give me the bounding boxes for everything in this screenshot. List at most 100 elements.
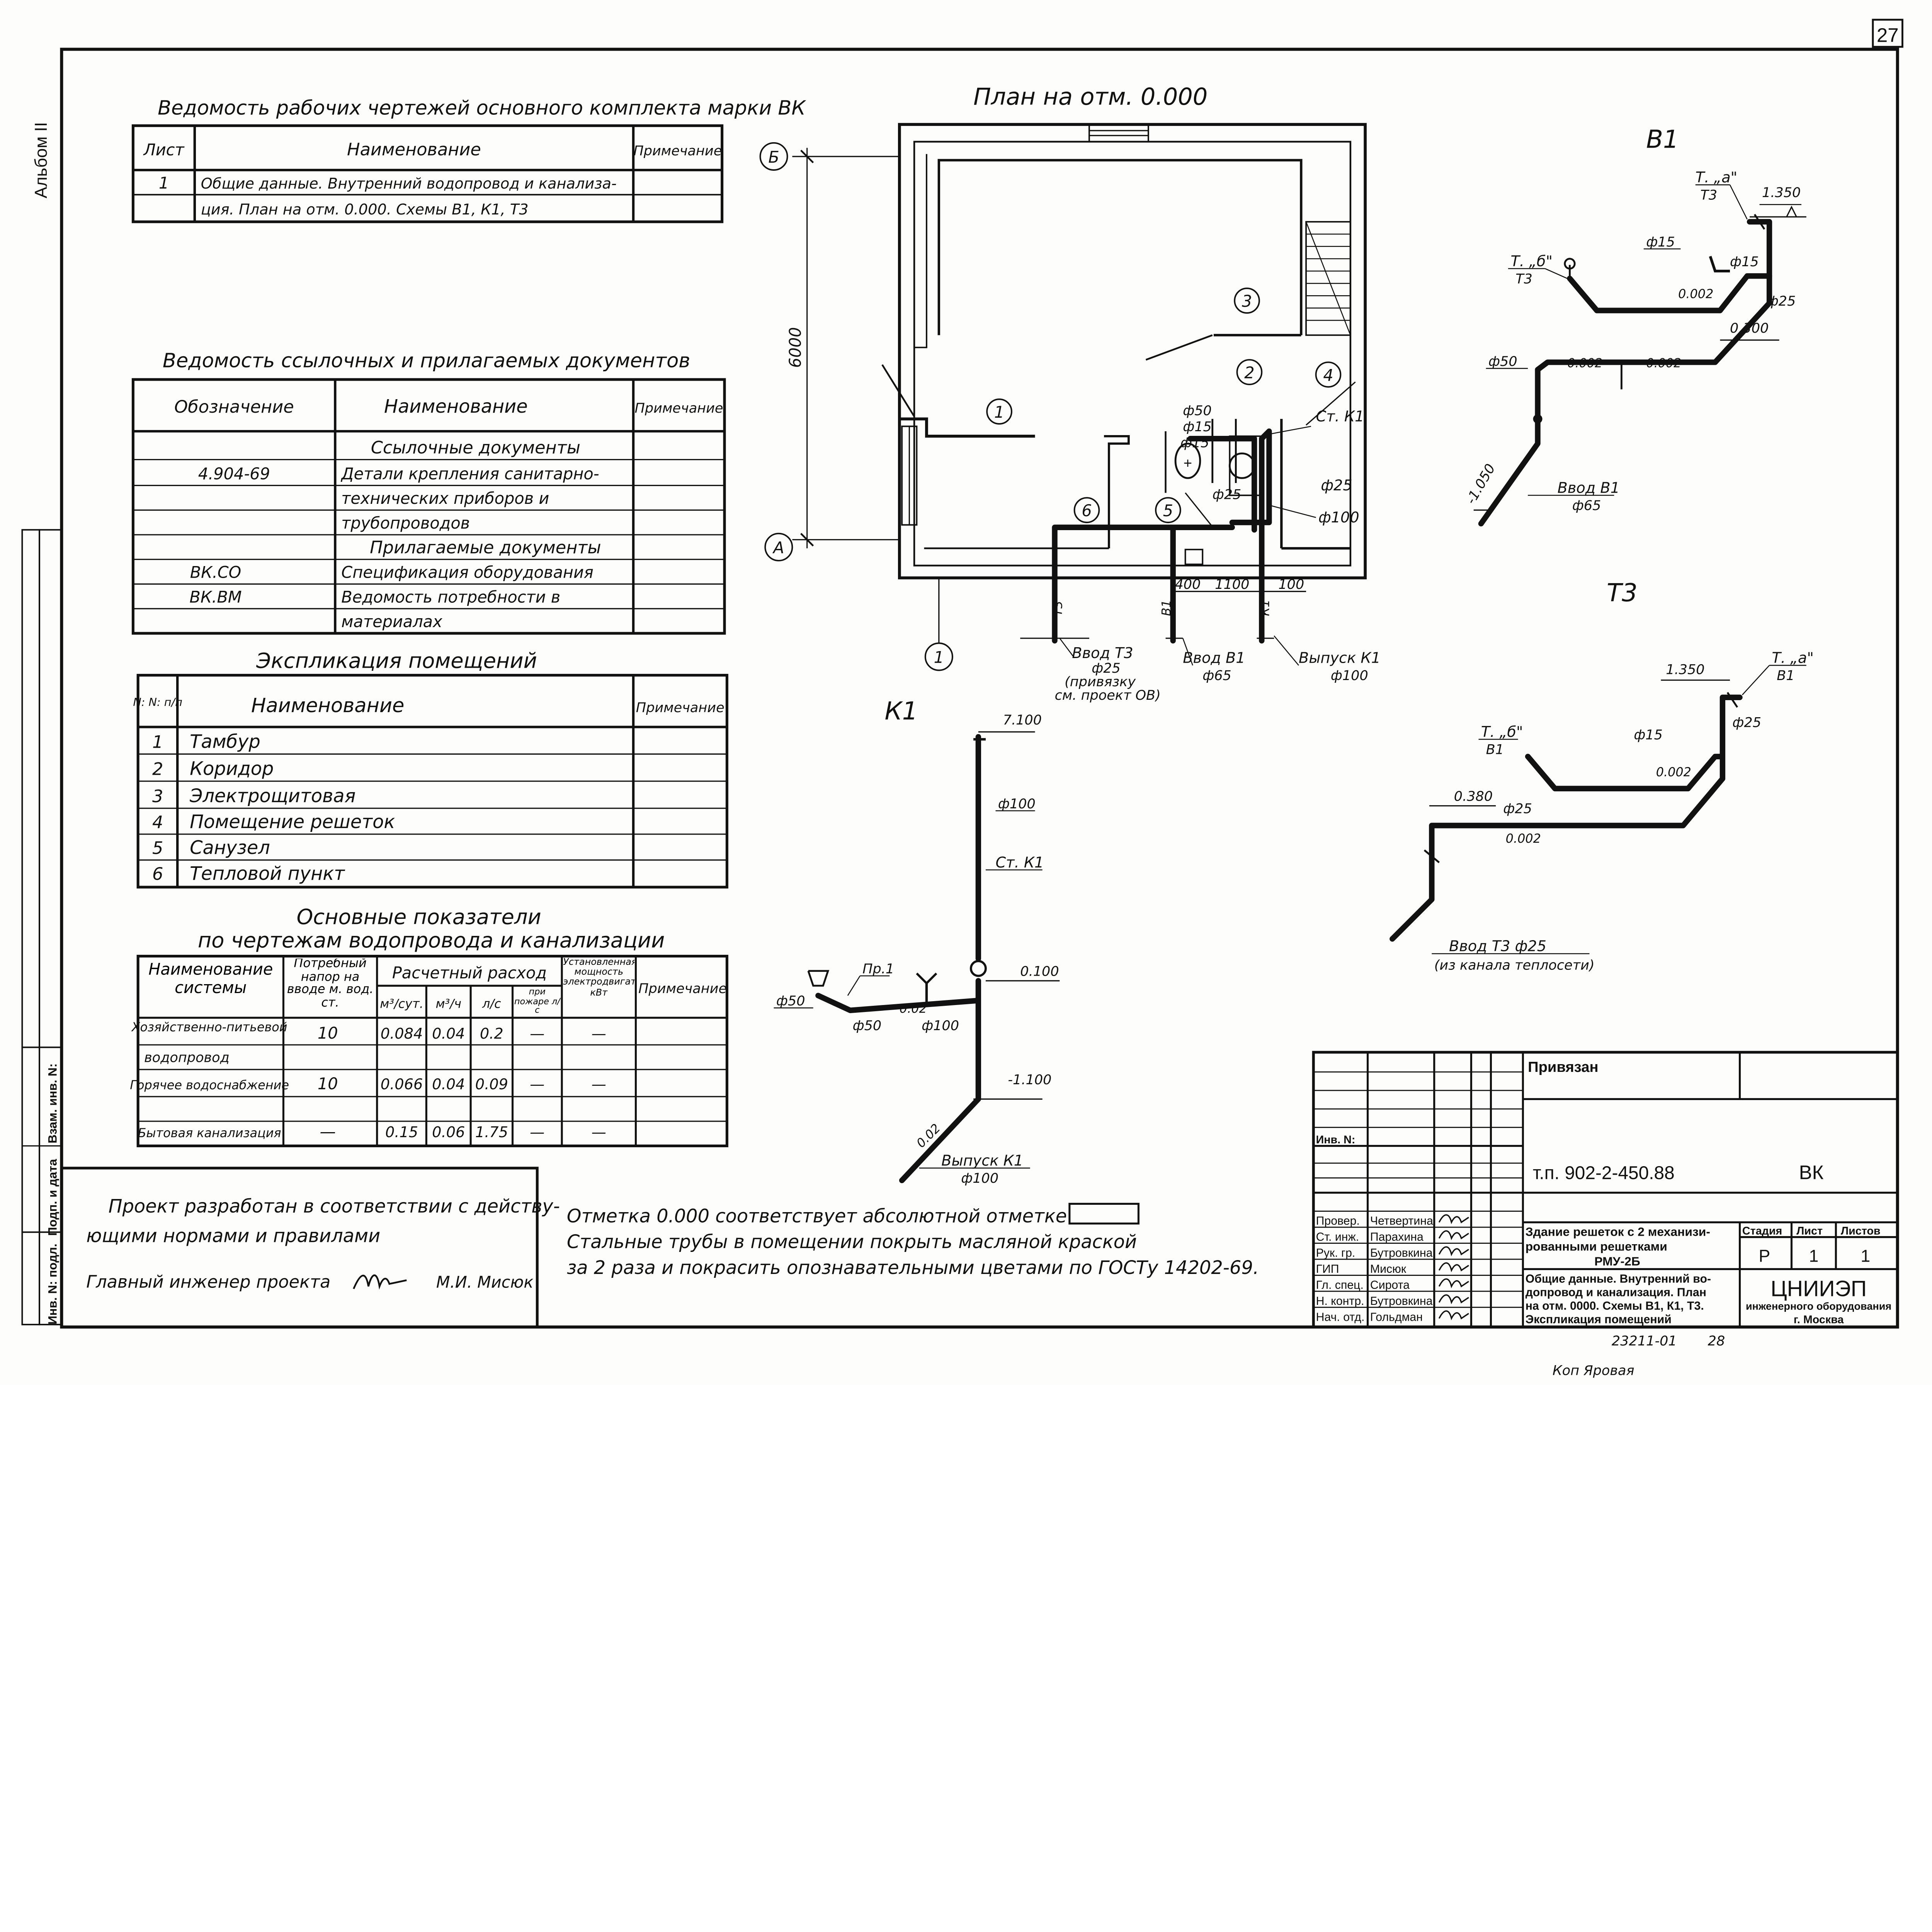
k1-d50: ф50 [776, 993, 805, 1009]
tb-content: допровод и канализация. План [1526, 1286, 1706, 1299]
references-table: Ведомость ссылочных и прилагаемых докуме… [131, 349, 726, 635]
ref-cell: 4.904-69 [198, 464, 270, 483]
ind-cell: 0.04 [432, 1076, 465, 1093]
tb-content: на отм. 0000. Схемы В1, К1, Т3. [1526, 1300, 1704, 1313]
ind-col-m3d: м³/сут. [380, 996, 423, 1011]
tb-building: Здание решеток с 2 механизи- [1526, 1225, 1710, 1238]
ref-cell: ВК.СО [190, 563, 242, 582]
ind-cell: — [592, 1025, 606, 1043]
tb-role: Гл. спец. [1316, 1279, 1364, 1291]
tb-content: Общие данные. Внутренний во- [1526, 1273, 1711, 1286]
plan-dim: 100 [1278, 577, 1304, 592]
tb-sheet: 1 [1809, 1247, 1818, 1265]
room-name: Санузел [190, 837, 270, 859]
inlet-b1-d: ф65 [1202, 668, 1231, 684]
room-marker: 5 [1163, 502, 1173, 520]
ind-cell: — [530, 1025, 544, 1043]
rooms-col-num: N: N: п/п [133, 696, 182, 709]
inlet-t3-note: см. проект ОВ) [1055, 687, 1161, 703]
plan-label-d50: ф50 [1183, 403, 1212, 419]
sheet-frame [60, 48, 1899, 1329]
room-num: 4 [152, 812, 163, 832]
tb-role: Провер. [1316, 1215, 1360, 1228]
room-num: 1 [152, 732, 163, 752]
tb-person: Бутровкина [1370, 1295, 1433, 1308]
cleanout-icon [969, 960, 987, 977]
ind-cell: — [592, 1076, 606, 1093]
room-name: Коридор [190, 759, 274, 780]
b1-ta: Т. „а" [1696, 169, 1738, 186]
t3-inlet-note: (из канала теплосети) [1434, 957, 1595, 973]
t3-d25: ф25 [1503, 801, 1532, 817]
k1-outlet: Выпуск К1 [941, 1152, 1023, 1170]
ref-col-code: Обозначение [174, 397, 294, 417]
album-label: Альбом II [32, 122, 51, 198]
room-num: 2 [152, 759, 163, 779]
copied-by: Коп Яровая [1553, 1363, 1634, 1379]
b1-ta-sub: Т3 [1701, 187, 1718, 203]
ind-cell: 0.066 [381, 1076, 423, 1093]
elevation-blank-box [1068, 1202, 1139, 1225]
k1-outlet-d: ф100 [961, 1170, 998, 1186]
rooms-col-note: Примечание [636, 700, 724, 716]
inlet-t3-d: ф25 [1092, 660, 1121, 676]
side-stamp: Инв. N: подл. Подп. и дата Взам. инв. N: [21, 529, 63, 1325]
ind-cell: 0.06 [432, 1124, 465, 1141]
tb-person: Бутровкина [1370, 1247, 1433, 1260]
b1-elev-bot: -1.050 [1463, 461, 1498, 507]
gen-note-3: за 2 раза и покрасить опознавательными ц… [567, 1257, 1259, 1279]
stamp-podp-data: Подп. и дата [46, 1159, 60, 1236]
stamp-inv-podl: Инв. N: подл. [46, 1243, 60, 1325]
tb-sheet-h: Лист [1796, 1225, 1823, 1237]
ref-cell: Ведомость потребности в [341, 588, 560, 606]
engineer-label: Главный инженер проекта [86, 1272, 330, 1292]
plan-label-st-k1: Ст. К1 [1316, 408, 1364, 425]
tb-person: Сирота [1370, 1279, 1410, 1291]
indicators-title: Основные показатели [297, 905, 541, 929]
k1-slope: 0.02 [913, 1121, 943, 1151]
t3-tb: Т. „б" [1481, 723, 1523, 741]
drawing-canvas: 27 Альбом II Инв. N: подл. Подп. и дата … [21, 19, 1903, 1379]
b1-slope: 0.002 [1678, 287, 1713, 301]
floor-drain-icon [1184, 549, 1204, 565]
inlet-t3: Ввод Т3 [1072, 645, 1133, 662]
drawings-list-table: Ведомость рабочих чертежей основного ком… [131, 97, 806, 223]
plan-label-d25: ф25 [1321, 477, 1352, 494]
tb-building: рованными решетками [1526, 1240, 1667, 1253]
dl-cell: ция. План на отм. 0.000. Схемы В1, К1, Т… [201, 201, 529, 218]
b1-d15: ф15 [1646, 234, 1675, 250]
floor-plan: План на отм. 0.000 [759, 83, 1381, 703]
toilet-icon [1229, 452, 1255, 479]
ref-cell: Ссылочные документы [371, 437, 580, 457]
general-notes: Отметка 0.000 соответствует абсолютной о… [567, 1202, 1259, 1279]
tap-icon [1564, 258, 1576, 270]
ind-cell: 1.75 [475, 1124, 508, 1141]
ind-cell: 10 [318, 1075, 338, 1093]
ref-cell: материалах [341, 612, 442, 631]
archive-number: 23211-01 [1612, 1333, 1677, 1349]
rooms-title: Экспликация помещений [256, 648, 537, 673]
k1-elev-bot: -1.100 [1008, 1072, 1051, 1088]
b1-slope: 0.002 [1646, 355, 1681, 370]
b1-d50: ф50 [1488, 354, 1517, 369]
drawing-sheet: 27 Альбом II Инв. N: подл. Подп. и дата … [21, 19, 1903, 1379]
washbasin-icon [1174, 442, 1201, 479]
indicators-table: Основные показатели по чертежам водопров… [130, 905, 728, 1148]
inlet-b1: Ввод В1 [1183, 650, 1245, 667]
ref-cell: технических приборов и [341, 489, 549, 508]
outlet-k1: Выпуск К1 [1299, 650, 1381, 667]
tb-person: Гольдман [1370, 1311, 1423, 1323]
b1-elev-top: 1.350 [1762, 185, 1801, 201]
room-num: 6 [152, 864, 163, 884]
ind-col-name: Наименование системы [148, 961, 273, 998]
t3-slope: 0.002 [1506, 831, 1541, 846]
tb-role: ГИП [1316, 1263, 1339, 1276]
ind-cell: 0.2 [480, 1025, 503, 1043]
room-name: Тепловой пункт [190, 863, 345, 884]
plan-dim: 1100 [1215, 577, 1249, 592]
ind-cell: 10 [318, 1024, 338, 1043]
scheme-t3: Т3 1.350 0.380 Т. „а" В1 Т. „б" В1 ф15 0… [1389, 579, 1814, 973]
b1-d25: ф25 [1767, 293, 1796, 309]
k1-elev-mid: 0.100 [1020, 964, 1059, 980]
tb-sheets: 1 [1861, 1247, 1870, 1265]
